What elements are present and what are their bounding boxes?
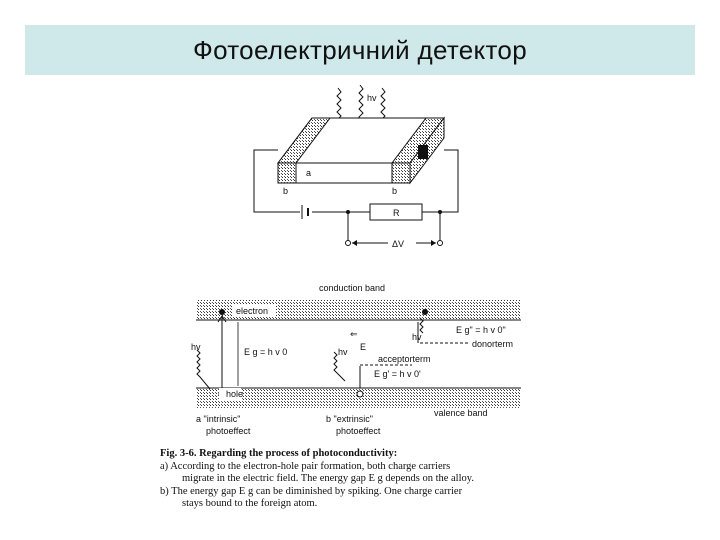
hole-label-bg [219,388,241,400]
electron-label: electron [236,306,268,316]
photon-b-arrow [333,351,346,382]
field-label: E [360,342,366,352]
caption-b-1: b "extrinsic" [326,414,373,424]
battery [301,205,309,219]
valence-band [196,388,521,408]
dv-arrow-right [431,240,436,246]
junction-dot-right [438,210,442,214]
donorterm-label: donorterm [472,339,513,349]
photon-a-arrow [196,349,211,390]
donor-electron [422,309,428,315]
caption-line-2: a) According to the electron-hole pair f… [160,460,451,472]
caption-a-2: photoeffect [206,426,251,436]
eg-acceptor-label: E g' = h v 0' [374,369,421,379]
label-a: a [306,168,311,178]
caption-line-4: b) The energy gap E g can be diminished … [160,485,463,497]
eg-a-label: E g = h v 0 [244,347,287,357]
junction-dot-left [346,210,350,214]
hole-label: hole [226,389,243,399]
photon-donor-arrow [419,317,424,334]
caption-a-1: a "intrinsic" [196,414,240,424]
label-b-right: b [392,186,397,196]
intrinsic-arrow-head [217,315,227,323]
electron-dot [219,309,225,315]
label-b-left: b [283,186,288,196]
resistor [369,203,423,221]
electron-label-bg [232,305,276,317]
figure-caption: Fig. 3-6. Regarding the process of photo… [160,448,560,511]
photon-a-label: hv [191,342,201,352]
dv-label: ΔV [392,239,404,249]
band-diagram: conduction band valence band electron ho… [191,283,521,436]
caption-line-1: Fig. 3-6. Regarding the process of photo… [160,448,398,459]
acceptorterm-label: acceptorterm [378,354,431,364]
eg-donor-label: E g" = h v 0" [456,325,506,335]
caption-b-2: photoeffect [336,426,381,436]
terminal-right [437,240,443,246]
photon-donor-label: hv [412,332,422,342]
field-arrow: ⇐ [350,329,358,339]
slide-title: Фотоелектричний детектор [193,34,527,65]
caption-line-3: migrate in the electric field. The energ… [182,473,474,484]
conduction-band [196,300,521,320]
acceptor-hole [356,390,364,398]
right-terminal [418,145,428,159]
bar-front-face [277,162,411,184]
caption-line-5: stays bound to the foreign atom. [182,498,318,509]
left-contact-front [277,162,297,184]
conduction-band-label: conduction band [319,283,385,293]
title-bar: Фотоелектричний детектор [25,25,695,75]
terminal-left [345,240,351,246]
valence-band-label: valence band [434,408,488,418]
dv-arrow-left [352,240,357,246]
photon-b-label: hv [338,347,348,357]
photoconductor-diagram: hv a b b R [253,84,459,249]
right-contact-front [391,162,411,184]
resistor-label: R [393,208,400,218]
photon-label: hv [367,93,377,103]
